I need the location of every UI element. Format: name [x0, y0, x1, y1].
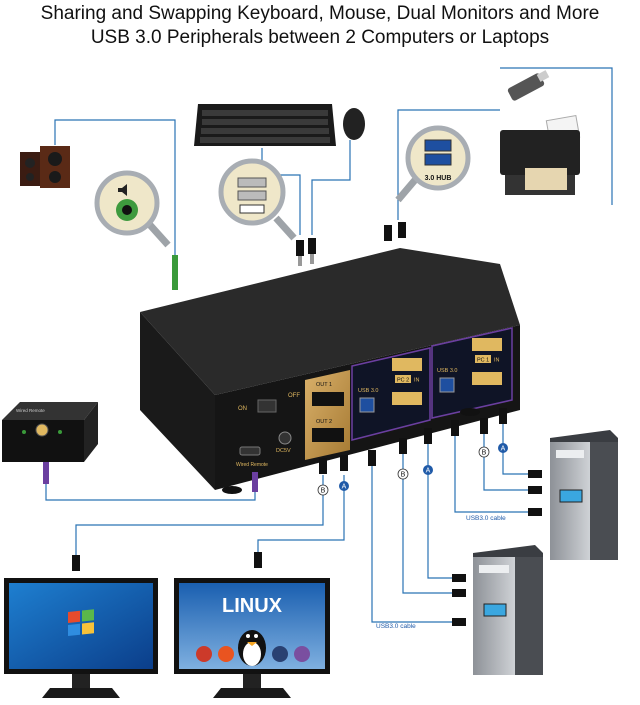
pc2-hdmi-a-cable-line	[427, 440, 455, 579]
out1-hdmi-port	[312, 392, 344, 406]
kvm-wired-remote-label: Wired Remote	[236, 462, 268, 468]
out2-hdmi-port	[312, 428, 344, 442]
usb-ports-magnifier	[218, 158, 297, 241]
keyboard-image	[194, 104, 336, 146]
remote-label: Wired Remote	[16, 408, 45, 413]
pc2-in-suffix: IN	[414, 378, 420, 384]
badge-a-monitor2	[339, 481, 349, 491]
keyboard-icon	[239, 204, 265, 214]
usb-drive-cable-line	[500, 67, 613, 205]
monitor-left	[4, 578, 158, 698]
pc1-usb-cable-label: USB3.0 cable	[466, 515, 506, 522]
dc-label: DC5V	[276, 448, 291, 454]
monitor-right: LINUX	[174, 578, 330, 698]
tux-penguin-icon	[238, 630, 266, 666]
pc1-usb-label: USB 3.0	[437, 368, 457, 374]
pc1-in-label: PC 1	[477, 358, 489, 364]
pc1-usb-cable-line	[454, 430, 530, 513]
badge-b-pc1	[478, 446, 490, 458]
svg-text:B: B	[482, 450, 487, 457]
pc1-label-badge	[475, 355, 491, 363]
printer-cable-line	[397, 109, 500, 220]
pc2-usb-cable-label: USB3.0 cable	[376, 623, 416, 630]
svg-text:B: B	[321, 488, 326, 495]
badge-b-monitor1	[317, 484, 329, 496]
svg-text:B: B	[401, 472, 406, 479]
pc2-usb-label: USB 3.0	[358, 388, 378, 394]
out2-label: OUT 2	[316, 419, 332, 425]
kvm-bottom-plugs	[252, 408, 507, 492]
out1-label: OUT 1	[316, 382, 332, 388]
wired-remote-port	[239, 446, 261, 456]
pc2-hdmi-b-cable-line	[402, 450, 455, 594]
distro-logo-icon	[218, 646, 234, 662]
distro-logo-icon	[272, 646, 288, 662]
pc2-plugs	[452, 574, 466, 626]
linux-brand-text: LINUX	[222, 595, 283, 617]
remote-plug	[43, 462, 49, 484]
audio-cable-line	[54, 119, 176, 255]
badge-a-pc2	[423, 465, 433, 475]
monitor1-cable-line	[75, 475, 324, 565]
printer-image	[500, 114, 581, 195]
svg-text:A: A	[342, 484, 347, 491]
pc2-usb-port	[359, 397, 375, 413]
pc1-hdmi-b-cable-line	[483, 430, 530, 491]
mouse-image	[343, 108, 365, 140]
pc2-in-label: PC 2	[397, 378, 409, 384]
svg-text:A: A	[501, 446, 506, 453]
port-badges: B A B A B A	[317, 443, 508, 496]
usb-plugs-hub	[384, 222, 406, 241]
title-line-1: Sharing and Swapping Keyboard, Mouse, Du…	[40, 3, 600, 24]
off-label: OFF	[288, 393, 300, 399]
monitor2-cable-line	[257, 475, 345, 565]
pc2-label-badge	[395, 375, 411, 383]
monitor-right-plug	[254, 552, 262, 568]
mouse-cable-line	[311, 140, 351, 235]
pc1-hdmi-a-cable-line	[502, 418, 530, 475]
pc1-plugs	[528, 470, 542, 516]
title-line-2: USB 3.0 Peripherals between 2 Computers …	[90, 27, 550, 48]
pc2-hdmi-b-port	[392, 392, 422, 405]
computer-pc1	[550, 430, 618, 560]
usb-plugs-keyboard-mouse	[296, 238, 316, 266]
hub-magnifier: 3.0 HUB	[395, 125, 471, 203]
on-label: ON	[238, 406, 247, 412]
pc1-hdmi-b-port	[472, 372, 502, 385]
usb-flash-drive-image	[507, 70, 550, 101]
badge-a-pc1	[498, 443, 508, 453]
pc1-in-suffix: IN	[494, 358, 500, 364]
kvm-switch: ON OFF Wired Remote DC5V OUT 1 OUT 2 USB…	[140, 248, 520, 494]
computer-pc2	[473, 545, 543, 675]
cable-lines	[45, 67, 613, 623]
wired-remote-device: Wired Remote	[2, 402, 98, 462]
audio-jack-magnifier	[94, 170, 171, 248]
pc2-hdmi-a-port	[392, 358, 422, 371]
distro-logo-icon	[196, 646, 212, 662]
speakers-image	[20, 146, 70, 188]
monitor-left-plug	[72, 555, 80, 571]
dc-jack	[278, 431, 292, 445]
pc1-hdmi-a-port	[472, 338, 502, 351]
svg-text:A: A	[426, 468, 431, 475]
speaker-icon	[118, 184, 127, 196]
pc2-usb-cable-line	[371, 455, 455, 623]
audio-plug	[172, 255, 178, 290]
pc1-usb-port	[439, 377, 455, 393]
distro-logo-icon	[294, 646, 310, 662]
remote-button	[35, 423, 49, 437]
windows-logo-icon	[68, 609, 94, 636]
hub-label: 3.0 HUB	[425, 175, 452, 182]
badge-b-pc2	[397, 468, 409, 480]
power-switch[interactable]	[257, 399, 277, 413]
